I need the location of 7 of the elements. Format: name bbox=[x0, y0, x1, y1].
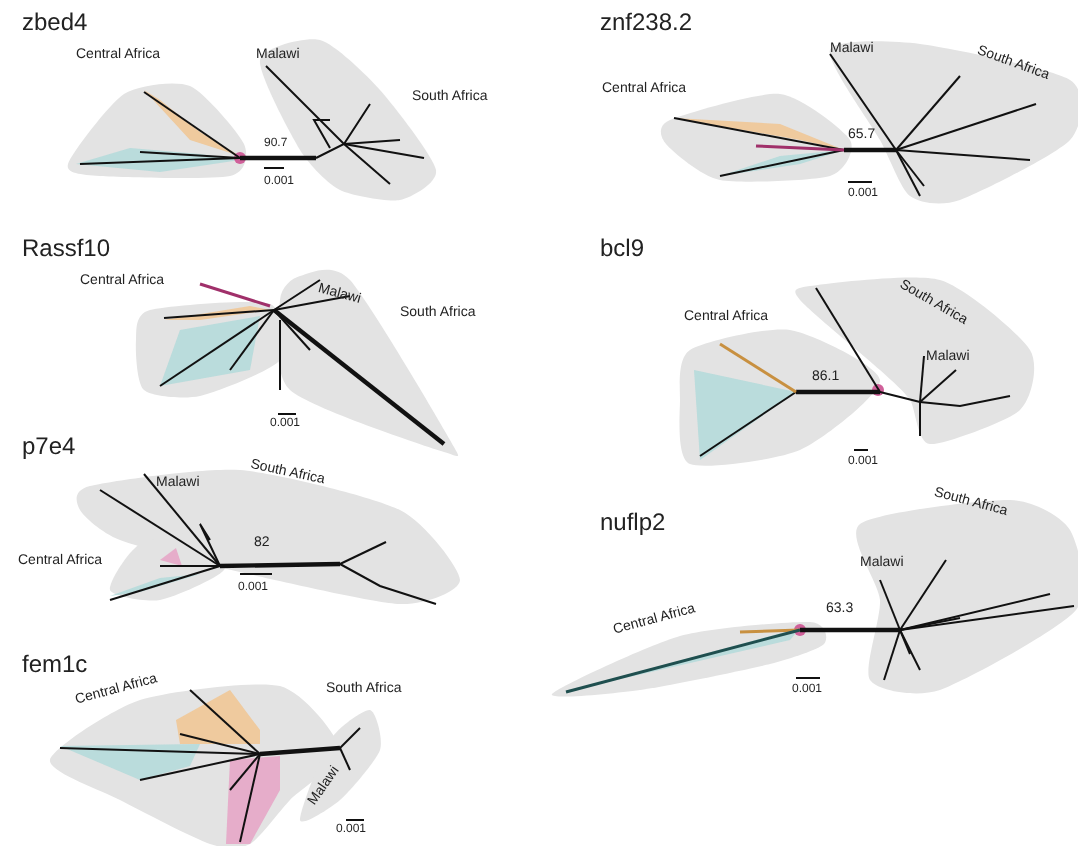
panel-title: Rassf10 bbox=[22, 236, 111, 260]
panel-title: zbed4 bbox=[22, 10, 88, 34]
panel-title: znf238.2 bbox=[600, 10, 693, 34]
panel-title: p7e4 bbox=[22, 434, 76, 458]
panel-title: bcl9 bbox=[600, 236, 645, 260]
panel-title: fem1c bbox=[22, 652, 88, 676]
panel-title: nuflp2 bbox=[600, 510, 666, 534]
